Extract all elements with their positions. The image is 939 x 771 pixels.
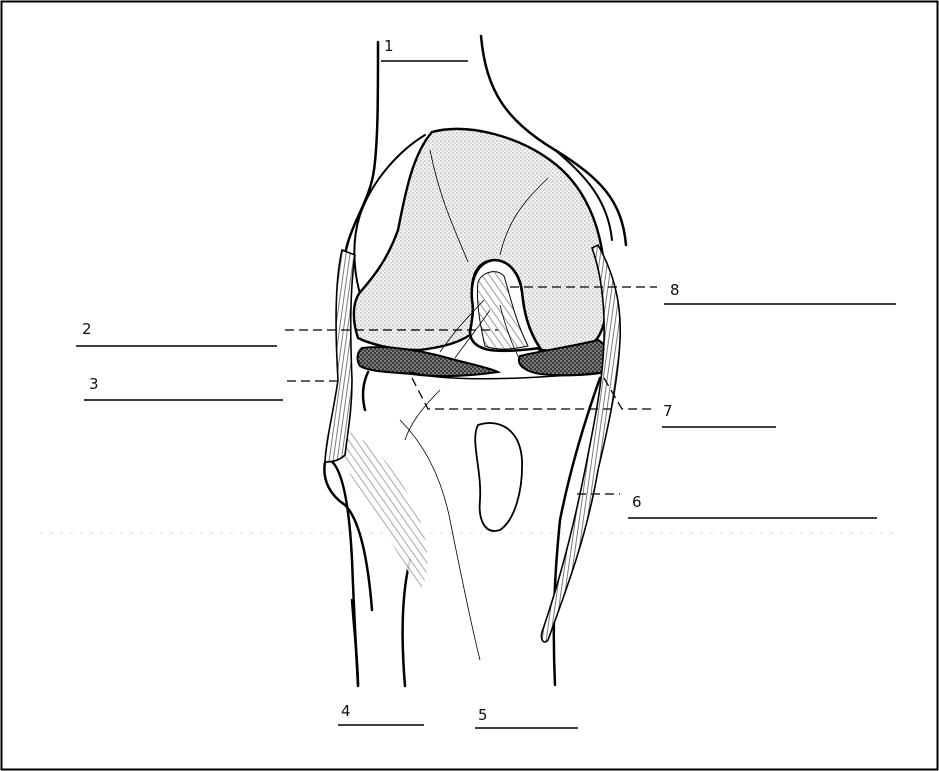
medial-meniscus (358, 347, 498, 376)
medial-collateral-ligament (325, 250, 355, 462)
label-number-4: 4 (341, 702, 351, 720)
label-number-2: 2 (82, 320, 92, 338)
tibial-tuberosity (475, 423, 522, 531)
label-number-6: 6 (632, 493, 642, 511)
fibular-collateral-shading (343, 430, 427, 590)
femur-shaft-medial-edge (346, 42, 378, 250)
label-number-7: 7 (663, 402, 673, 420)
label-number-5: 5 (478, 706, 488, 724)
label-number-3: 3 (89, 375, 99, 393)
fibula (324, 430, 427, 686)
fibula-shaft-left (403, 560, 410, 686)
tibia (328, 372, 605, 685)
tibial-plateau-medial-edge (363, 372, 368, 410)
leader-line-7a (412, 378, 612, 409)
label-number-1: 1 (384, 37, 394, 55)
label-number-8: 8 (670, 281, 680, 299)
